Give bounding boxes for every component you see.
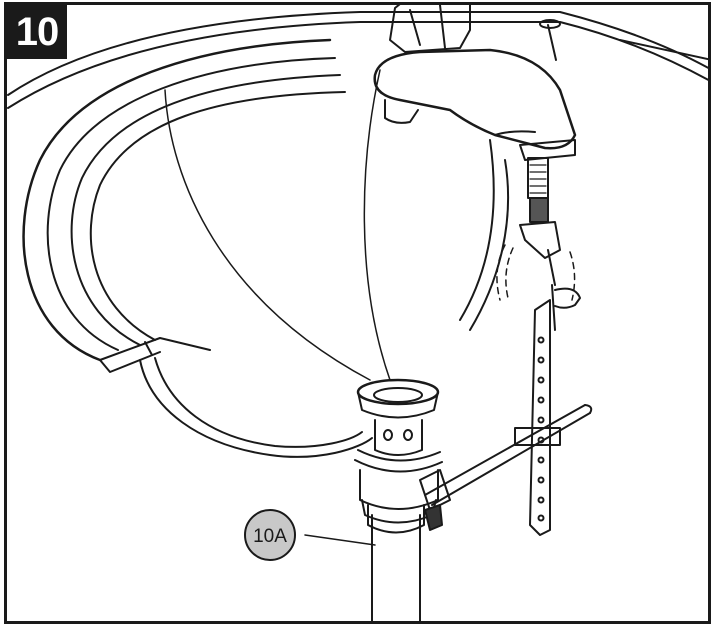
lift-rod xyxy=(496,157,576,331)
extension-strap xyxy=(514,287,581,536)
figure-frame xyxy=(4,2,711,624)
sink-deck xyxy=(7,11,708,109)
pop-up-drain xyxy=(354,378,451,531)
callout-leader-line xyxy=(304,534,376,546)
lavatory-sink xyxy=(22,38,510,458)
callout-label: 10A xyxy=(253,526,287,547)
tailpiece xyxy=(367,504,425,621)
step-number-badge: 10 xyxy=(7,5,67,59)
faucet xyxy=(373,5,577,161)
callout-10A: 10A xyxy=(244,509,296,561)
pivot-rod xyxy=(424,404,593,506)
